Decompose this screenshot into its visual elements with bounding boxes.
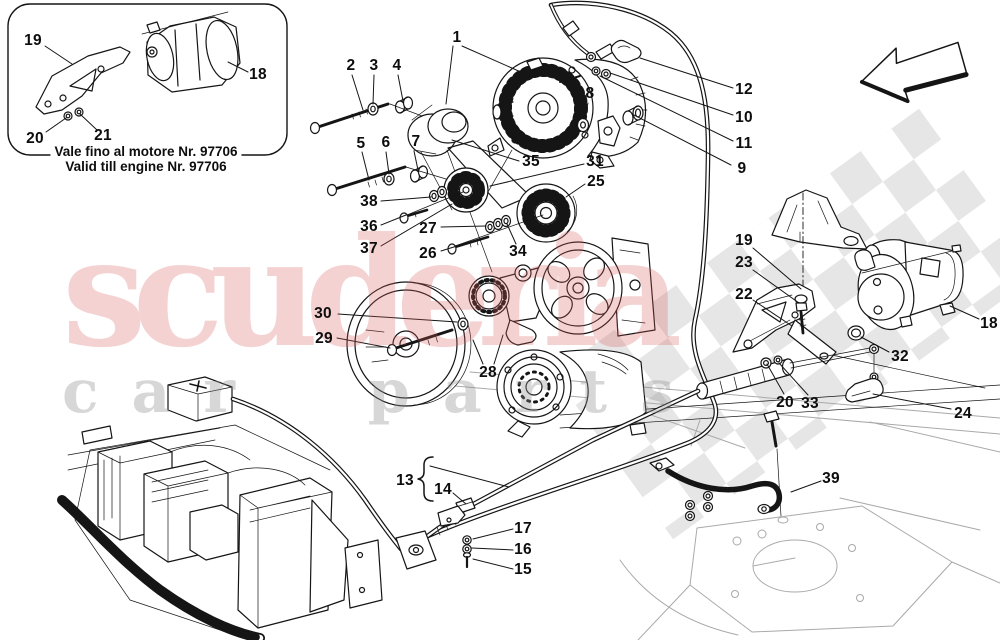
callout-2[interactable]: 2 (346, 57, 356, 74)
callout-9[interactable]: 9 (737, 160, 747, 177)
inset-caption-english: Valid till engine Nr. 97706 (61, 159, 231, 174)
engine-mount-bracket-drawing (771, 189, 868, 250)
bolt-23-drawing (794, 294, 808, 335)
callout-38[interactable]: 38 (360, 193, 378, 210)
inset-starter-drawing (35, 11, 241, 121)
callout-18[interactable]: 18 (980, 315, 998, 332)
callout-13[interactable]: 13 (396, 472, 414, 489)
washers-27-34 (484, 214, 512, 234)
callout-25[interactable]: 25 (587, 173, 605, 190)
solenoid-boot-drawing (695, 358, 795, 400)
washer-6 (383, 172, 395, 186)
callout-12[interactable]: 12 (735, 81, 753, 98)
callout-37[interactable]: 37 (360, 240, 378, 257)
callout-14[interactable]: 14 (434, 481, 452, 498)
alternator-cable-drawing (403, 0, 719, 553)
callout-20[interactable]: 20 (26, 130, 44, 147)
callout-23[interactable]: 23 (735, 254, 753, 271)
idler-pulley-25-drawing (516, 183, 578, 243)
callout-10[interactable]: 10 (735, 109, 753, 126)
bolt-36 (399, 208, 429, 224)
inset-caption-italian: Vale fino al motore Nr. 97706 (50, 144, 242, 159)
callout-19[interactable]: 19 (735, 232, 753, 249)
callout-8[interactable]: 8 (585, 85, 595, 102)
starter-bracket-22-drawing (732, 283, 837, 365)
starter-motor-18-drawing (854, 239, 964, 331)
callout-17[interactable]: 17 (514, 520, 532, 537)
callout-6[interactable]: 6 (381, 134, 391, 151)
washers-38 (428, 185, 448, 203)
callout-39[interactable]: 39 (822, 470, 840, 487)
callout-26[interactable]: 26 (419, 245, 437, 262)
washer-8-drawing (576, 117, 590, 133)
callout-4[interactable]: 4 (392, 57, 402, 74)
fuse-relay-tray-drawing (57, 424, 383, 640)
callout-11[interactable]: 11 (735, 135, 753, 152)
bracket-brace-13-14 (417, 456, 434, 502)
callout-36[interactable]: 36 (360, 218, 378, 235)
ground-strap-39-drawing (649, 410, 789, 524)
junction-box-drawing (167, 376, 404, 552)
clip-24-drawing (845, 378, 884, 403)
washer-30 (457, 317, 469, 331)
spacer-4 (394, 96, 414, 114)
callout-7[interactable]: 7 (411, 133, 421, 150)
bushing-9-drawing (622, 105, 644, 126)
callout-33[interactable]: 33 (801, 395, 819, 412)
callout-1[interactable]: 1 (452, 29, 462, 46)
alternator-pulley-drawing (407, 104, 469, 157)
callout-28[interactable]: 28 (479, 364, 497, 381)
callout-31[interactable]: 31 (586, 153, 604, 170)
alternator-drawing (487, 57, 648, 169)
callout-27[interactable]: 27 (419, 220, 437, 237)
pivot-bracket-drawing (597, 115, 621, 147)
axis-line (454, 214, 544, 247)
axis-line (406, 191, 464, 216)
axis-line (405, 166, 447, 180)
callout-35[interactable]: 35 (522, 153, 540, 170)
callout-15[interactable]: 15 (514, 561, 532, 578)
callout-24[interactable]: 24 (954, 405, 972, 422)
leader-lines (44, 45, 980, 570)
callout-5[interactable]: 5 (356, 135, 366, 152)
tensioner-pulley-drawing (443, 167, 489, 213)
callout-30[interactable]: 30 (314, 305, 332, 322)
bolt-29 (386, 328, 454, 357)
callout-21[interactable]: 21 (94, 127, 112, 144)
callout-22[interactable]: 22 (735, 286, 753, 303)
callout-20[interactable]: 20 (776, 394, 794, 411)
direction-arrow (859, 41, 969, 104)
battery-cable-13-drawing (395, 388, 701, 570)
callout-16[interactable]: 16 (514, 541, 532, 558)
bolt-5 (326, 165, 407, 197)
washer-3 (367, 102, 379, 116)
screw-stack-15-16-17 (462, 535, 472, 569)
nut-20-washer-33-drawing (760, 355, 783, 369)
water-pump-pulley-drawing (533, 237, 656, 337)
callout-18[interactable]: 18 (249, 66, 267, 83)
callout-29[interactable]: 29 (315, 330, 333, 347)
callout-19[interactable]: 19 (24, 32, 42, 49)
compressor-drawing (496, 349, 647, 438)
spacer-7 (409, 165, 429, 183)
callout-3[interactable]: 3 (369, 57, 379, 74)
callout-32[interactable]: 32 (891, 348, 909, 365)
cable-clamp-12-drawing (591, 39, 642, 80)
callout-34[interactable]: 34 (509, 243, 527, 260)
grommet-32-drawing (847, 325, 865, 341)
tensioner-body-28-drawing (468, 264, 549, 346)
